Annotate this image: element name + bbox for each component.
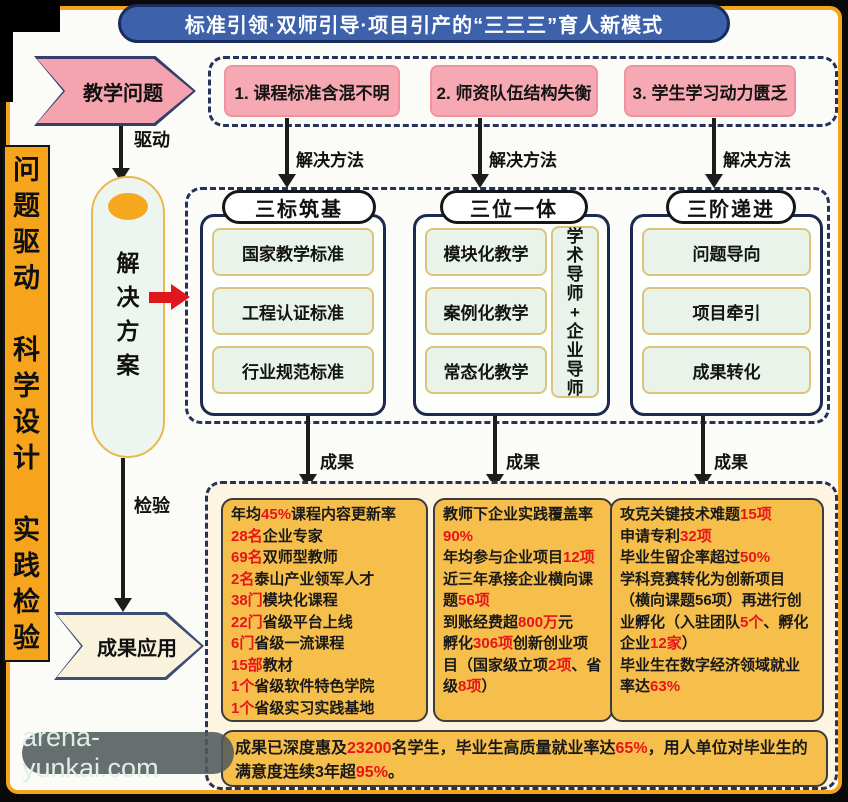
mentor-box: 学 术 导 师 + 企 业 导 师	[551, 226, 599, 398]
red-arrow-icon	[149, 292, 173, 303]
page-title: 标准引领·双师引导·项目引产的“三三三”育人新模式	[118, 4, 730, 43]
result-arrow-line-1	[306, 416, 310, 478]
result-line: 成果已深度惠及23200名学生，毕业生高质量就业率达65%，用人单位对毕业生的满…	[235, 740, 808, 781]
result-arrow-line-3	[701, 416, 705, 478]
solution-item-label: 国家教学标准	[242, 244, 344, 264]
method-arrow-line-1	[285, 118, 289, 178]
capsule-ellipse-icon	[108, 193, 148, 220]
solution-item-label: 行业规范标准	[242, 362, 344, 382]
result-box-3: 攻克关键技术难题15项申请专利32项毕业生留企率超过50% 学科竞赛转化为创新项目…	[610, 498, 824, 722]
result-line: 申请专利32项	[620, 527, 712, 545]
result-label-2: 成果	[506, 453, 540, 472]
method-label-3: 解决方法	[723, 151, 791, 170]
solution-item-label: 常态化教学	[443, 362, 529, 382]
teaching-problem-label: 教学问题	[83, 82, 163, 105]
result-label-1: 成果	[320, 453, 354, 472]
outcome-application-shape: 成果应用	[54, 612, 204, 680]
result-line: 1个省级软件特色学院	[231, 678, 375, 695]
solution-item-label: 问题导向	[692, 244, 761, 264]
solution-group-1-header: 三标筑基	[222, 190, 376, 224]
test-label: 检验	[134, 496, 170, 516]
result-line: 6门省级一流课程	[231, 635, 345, 652]
drive-label: 驱动	[134, 130, 170, 150]
result-line: 学科竞赛转化为创新项目（横向课题56项）再进行创业孵化（入驻团队5个、孵化企业1…	[620, 570, 809, 653]
problems-panel	[208, 56, 838, 127]
motto-sidebar: 问 题 驱 动 科 学 设 计 实 践 检 验	[3, 145, 50, 662]
result-label-3: 成果	[714, 453, 748, 472]
method-arrow-line-3	[712, 118, 716, 178]
result-line: 孵化306项创新创业项目（国家级立项2项、省级8项）	[443, 635, 602, 695]
result-line: 1个省级实习实践基地	[231, 699, 375, 717]
problem-item-3: 3. 学生学习动力匮乏	[624, 65, 796, 117]
solution-item: 国家教学标准	[212, 228, 374, 276]
result-line: 毕业生在数字经济领域就业率达63%	[620, 656, 801, 696]
watermark: arena-yunkai.com	[22, 722, 234, 783]
result-line: 毕业生留企率超过50%	[620, 549, 771, 566]
group-1-header-label: 三标筑基	[255, 198, 343, 221]
result-line: 年均参与企业项目12项	[443, 549, 595, 566]
watermark-text: arena-yunkai.com	[22, 722, 159, 783]
motto-text: 问 题 驱 动 科 学 设 计 实 践 检 验	[13, 154, 40, 653]
solution-item: 行业规范标准	[212, 346, 374, 394]
solution-item: 问题导向	[642, 228, 811, 276]
problem-2-label: 2. 师资队伍结构失衡	[436, 83, 592, 103]
result-line: 15部教材	[231, 656, 293, 674]
results-panel: 年均45%课程内容更新率 28名企业专家 69名双师型教师 2名泰山产业领军人才 38门…	[205, 481, 838, 790]
solution-group-2-header: 三位一体	[440, 190, 588, 224]
method-label-1: 解决方法	[296, 151, 364, 170]
result-arrow-line-2	[493, 416, 497, 478]
test-arrow-line	[121, 458, 125, 600]
result-box-1: 年均45%课程内容更新率 28名企业专家 69名双师型教师 2名泰山产业领军人才 38门…	[221, 498, 428, 722]
result-line: 2名泰山产业领军人才	[231, 570, 375, 588]
drive-arrow-line	[119, 124, 123, 170]
result-box-2: 教师下企业实践覆盖率90% 年均参与企业项目12项近三年承接企业横向课题56项到账…	[433, 498, 613, 722]
result-line: 69名双师型教师	[231, 549, 338, 566]
scan-artifact	[0, 0, 13, 102]
method-arrow-head-2	[471, 174, 489, 188]
solution-item: 工程认证标准	[212, 287, 374, 335]
result-line: 近三年承接企业横向课题56项	[443, 570, 594, 610]
solution-item-label: 成果转化	[692, 362, 761, 382]
result-line: 28名企业专家	[231, 527, 323, 545]
solution-capsule: 解 决 方 案	[91, 176, 165, 458]
red-arrow-head-icon	[171, 284, 190, 310]
test-arrow-head	[114, 598, 132, 612]
method-arrow-head-1	[278, 174, 296, 188]
result-line: 攻克关键技术难题15项	[620, 506, 772, 523]
solution-item-label: 工程认证标准	[242, 303, 344, 323]
solution-item: 项目牵引	[642, 287, 811, 335]
result-line: 38门模块化课程	[231, 592, 338, 609]
result-line: 22门省级平台上线	[231, 613, 353, 631]
solution-item: 案例化教学	[425, 287, 547, 335]
solution-item: 常态化教学	[425, 346, 547, 394]
problem-1-label: 1. 课程标准含混不明	[234, 83, 390, 103]
group-2-header-label: 三位一体	[470, 198, 558, 221]
result-line: 教师下企业实践覆盖率90%	[443, 506, 594, 545]
solution-item-label: 案例化教学	[443, 303, 529, 323]
method-arrow-line-2	[478, 118, 482, 178]
method-arrow-head-3	[705, 174, 723, 188]
problem-item-1: 1. 课程标准含混不明	[224, 65, 400, 117]
outcome-application-label: 成果应用	[97, 637, 177, 660]
solution-item-label: 项目牵引	[692, 303, 761, 323]
mentor-label: 学 术 导 师 + 企 业 导 师	[566, 226, 584, 398]
page-title-text: 标准引领·双师引导·项目引产的“三三三”育人新模式	[184, 15, 664, 37]
problem-3-label: 3. 学生学习动力匮乏	[632, 83, 788, 103]
summary-box: 成果已深度惠及23200名学生，毕业生高质量就业率达65%，用人单位对毕业生的满…	[221, 730, 828, 787]
result-line: 年均45%课程内容更新率	[231, 506, 397, 523]
solution-capsule-label: 解 决 方 案	[116, 250, 140, 378]
solution-item-label: 模块化教学	[443, 244, 529, 264]
teaching-problem-shape: 教学问题	[34, 56, 196, 126]
solution-item: 模块化教学	[425, 228, 547, 276]
method-label-2: 解决方法	[489, 151, 557, 170]
solution-group-3-header: 三阶递进	[666, 190, 796, 224]
solution-item: 成果转化	[642, 346, 811, 394]
problem-item-2: 2. 师资队伍结构失衡	[430, 65, 598, 117]
group-3-header-label: 三阶递进	[687, 198, 775, 221]
result-line: 到账经费超800万元	[443, 613, 574, 631]
